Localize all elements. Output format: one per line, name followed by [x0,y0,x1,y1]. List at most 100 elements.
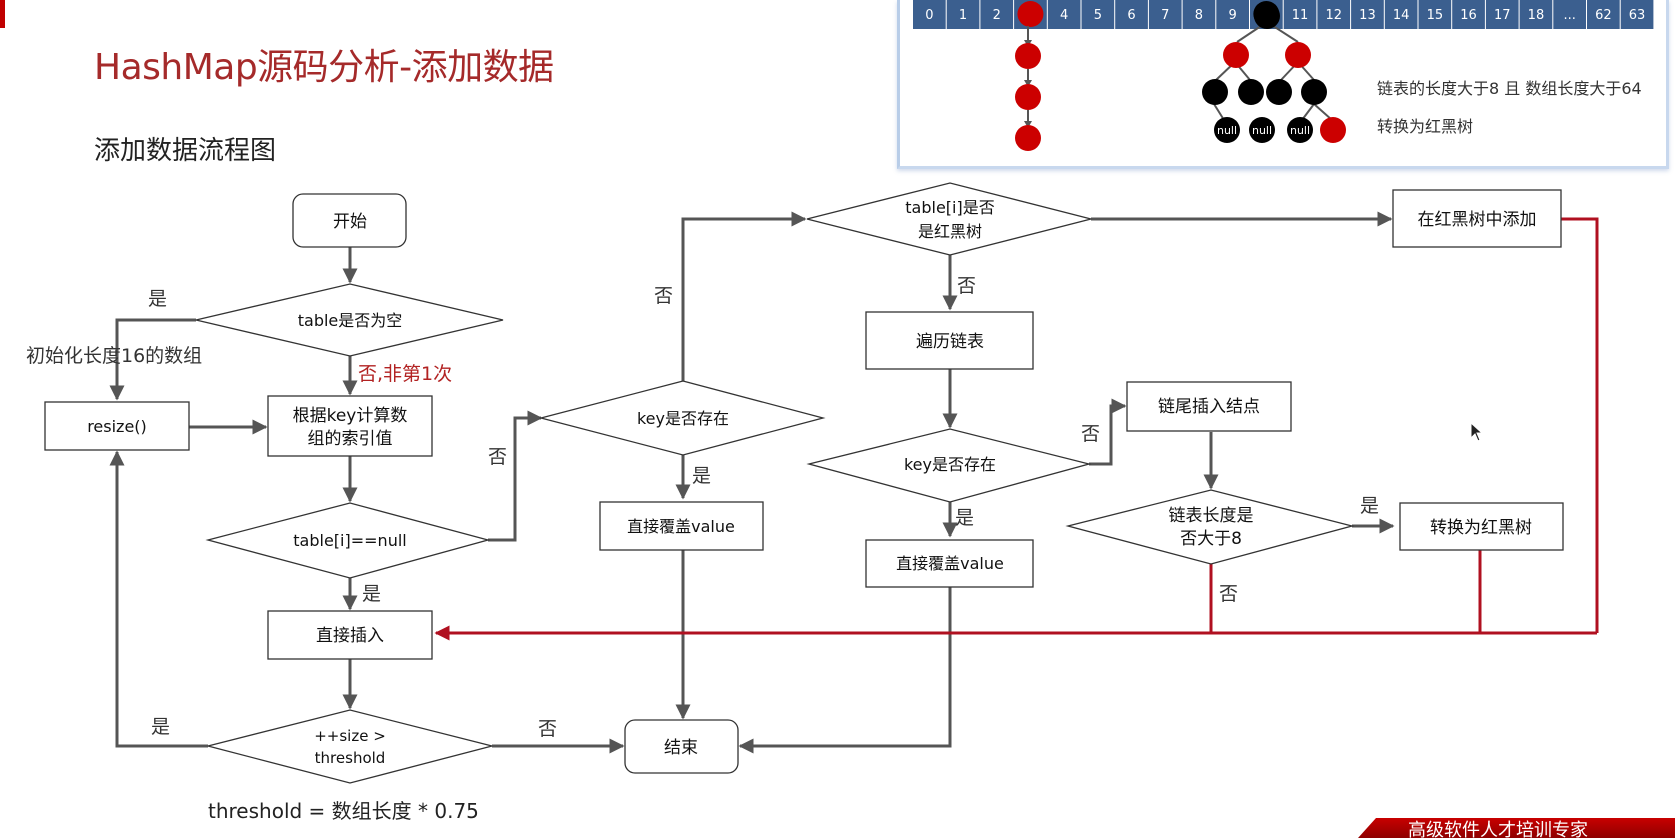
array-cell [1182,0,1216,29]
edge-size-yes-to-resize [109,450,208,748]
null-label: null [1290,124,1310,137]
array-cell [1553,0,1586,29]
no-label-length: 否 [1219,583,1238,605]
brand-banner: 高级软件人才培训专家 [1358,818,1675,838]
yes-label-key-list: 是 [955,507,974,529]
edge-empty-yes-to-resize [109,318,196,401]
treeify-condition-note: 链表的长度大于8 且 数组长度大于64 [1377,79,1642,98]
calc-index-label-line2: 组的索引值 [308,429,393,449]
slot-null-label: table[i]==null [293,531,406,550]
edge-tree-add-return [1561,217,1599,633]
tree-nodes: null null null [1202,3,1346,143]
list-node [1015,43,1041,69]
array-cell [1283,0,1317,29]
tree-node-red [1320,117,1346,143]
array-index-label: 9 [1229,8,1237,23]
array-index-label: 12 [1325,8,1342,23]
tree-add-label: 在红黑树中添加 [1418,210,1537,230]
overwrite-value-node [599,501,764,551]
array-index-label: 2 [993,8,1001,23]
array-cell [1485,0,1519,29]
init-array-label: 初始化长度16的数组 [26,345,202,367]
array-cell [1620,0,1654,29]
tree-node-red [1285,42,1311,68]
edge-key2-no-to-tail-insert [1089,398,1127,466]
array-cell [1216,0,1249,29]
list-length-label-line1: 链表长度是 [1169,506,1254,526]
table-empty-label: table是否为空 [298,311,403,330]
size-threshold-decision [207,709,493,784]
array-index-label: 13 [1359,8,1376,23]
key-exists-list-label: key是否存在 [904,455,996,474]
no-label-size: 否 [538,718,557,740]
calc-index-node [267,395,433,457]
list-node [1015,125,1041,151]
direct-insert-node [267,610,433,660]
overwrite-value-list-node [865,539,1034,588]
tree-node-black [1238,79,1264,105]
array-index-label: 17 [1494,8,1511,23]
overwrite-value-label: 直接覆盖value [627,517,735,536]
treeify-node [1399,502,1564,551]
array-cell [1587,0,1620,29]
null-label: null [1217,124,1237,137]
tree-node-red [1223,42,1249,68]
array-cell [980,0,1014,29]
tree-null-leaf [1249,117,1275,143]
no-label-tree: 否 [957,275,976,297]
null-label: null [1252,124,1272,137]
array-index-label: 6 [1127,8,1135,23]
array-cell [1519,0,1553,29]
edge-overwrite2-to-end [738,587,952,754]
end-label: 结束 [664,738,698,758]
return-connectors [434,217,1599,641]
no-label-key: 否 [654,285,673,307]
treeify-label: 转换为红黑树 [1430,518,1532,538]
array-cell [946,0,980,29]
list-node [1015,84,1041,110]
array-index-label: 11 [1292,8,1309,23]
mouse-cursor-icon [1470,422,1484,442]
tree-null-leaf [1214,117,1240,143]
yes-label-length: 是 [1360,495,1379,517]
bucket-list-head-node [1017,1,1044,27]
resize-label: resize() [87,417,147,436]
calc-index-label-line1: 根据key计算数 [293,406,408,426]
page-title: HashMap源码分析-添加数据 [94,47,554,88]
key-exists-label: key是否存在 [637,409,729,428]
resize-node [44,401,190,451]
array-cell [1148,0,1182,29]
list-length-label-line2: 否大于8 [1180,529,1242,549]
linked-list-chain [1015,26,1041,151]
no-label-slot: 否 [488,446,507,468]
traverse-list-node [865,311,1034,370]
array-cell [1384,0,1418,29]
is-tree-label-line2: 是红黑树 [918,222,982,241]
direct-insert-label: 直接插入 [316,626,384,646]
table-empty-decision [195,283,504,357]
array-index-label: 18 [1528,8,1545,23]
flow-connectors [109,211,1395,754]
start-node [292,193,407,248]
yes-label-slot: 是 [362,583,381,605]
size-check-label-line2: threshold [315,749,386,767]
array-index-label: 15 [1427,8,1444,23]
tree-add-node [1392,189,1562,248]
yes-label-key: 是 [692,465,711,487]
array-cell [1317,0,1351,29]
array-index-label: 16 [1460,8,1477,23]
no-not-first-label: 否,非第1次 [358,363,452,385]
array-index-label: 7 [1161,8,1169,23]
threshold-formula: threshold = 数组长度 * 0.75 [208,799,479,823]
array-cell [1047,0,1081,29]
array-cell [1418,0,1452,29]
tree-null-leaf [1287,117,1313,143]
size-check-label-line1: ++size > [314,727,386,745]
array-index-label: 63 [1629,8,1646,23]
corner-accent-mark [0,0,5,28]
key-exists-decision [538,380,826,456]
edge-key-no-to-tree-check [681,211,807,381]
array-cell [1081,0,1115,29]
